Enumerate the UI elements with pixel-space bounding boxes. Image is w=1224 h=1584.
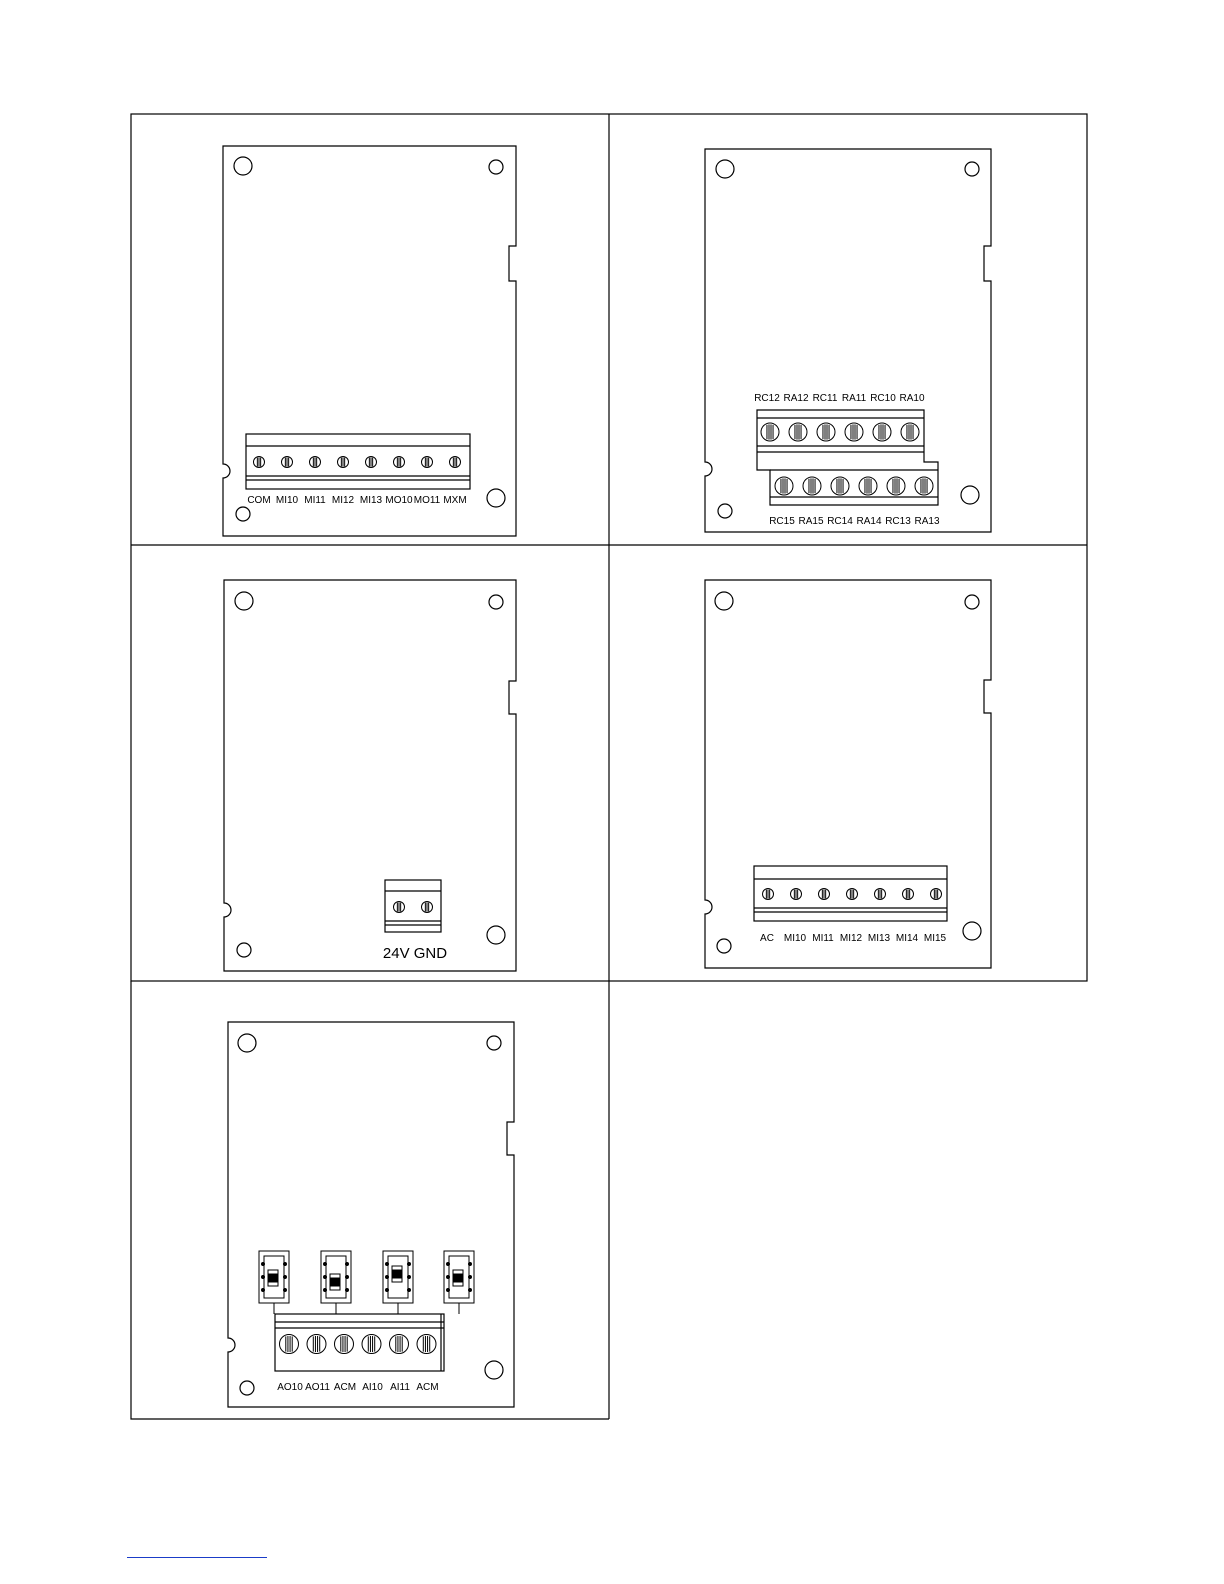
terminal-label: AI11 xyxy=(390,1382,410,1393)
terminal-screw xyxy=(789,423,807,441)
terminal-label: MI12 xyxy=(840,933,863,944)
board-1-screws xyxy=(254,457,461,468)
terminal-label: RA10 xyxy=(899,393,924,404)
terminal-screw xyxy=(763,889,774,900)
terminal-screw xyxy=(847,889,858,900)
board-outline-4 xyxy=(705,580,991,968)
dip-switch xyxy=(444,1251,474,1314)
terminal-label: MI11 xyxy=(812,933,834,944)
terminal-screw xyxy=(903,889,914,900)
terminal-label: MI15 xyxy=(924,933,947,944)
terminal-screw xyxy=(791,889,802,900)
dip-switch xyxy=(383,1251,413,1314)
terminal-label: RC10 xyxy=(870,393,896,404)
terminal-screw xyxy=(394,902,405,913)
board-5-dip-switches xyxy=(259,1251,474,1314)
terminal-screw xyxy=(901,423,919,441)
terminal-label: MO11 xyxy=(414,495,441,506)
terminal-label: RC11 xyxy=(813,393,838,404)
board-4-labels: AC MI10 MI11 MI12 MI13 MI14 MI15 xyxy=(760,933,947,944)
terminal-label: 24V GND xyxy=(383,945,447,962)
terminal-label: MI12 xyxy=(332,495,355,506)
terminal-label: AO11 xyxy=(305,1382,330,1393)
terminal-label: RA14 xyxy=(856,516,881,527)
terminal-label: MXM xyxy=(443,495,466,506)
terminal-label: MI10 xyxy=(276,495,299,506)
terminal-screw xyxy=(931,889,942,900)
terminal-screw xyxy=(310,457,321,468)
terminal-label: RC15 xyxy=(769,516,795,527)
terminal-label: MI13 xyxy=(360,495,383,506)
terminal-label: RA12 xyxy=(783,393,808,404)
terminal-label: ACM xyxy=(334,1382,356,1393)
board-4-screws xyxy=(763,889,942,900)
terminal-label: MI13 xyxy=(868,933,891,944)
dip-switch xyxy=(259,1251,289,1314)
board-outline-3 xyxy=(224,580,516,971)
terminal-screw xyxy=(817,423,835,441)
frame-grid xyxy=(131,114,1087,1419)
terminal-screw xyxy=(422,457,433,468)
terminal-screw xyxy=(875,889,886,900)
terminal-screw xyxy=(422,902,433,913)
board-2-screws xyxy=(761,423,933,495)
board-5-terminal-block xyxy=(275,1314,444,1371)
board-3-labels: 24V GND xyxy=(383,945,447,962)
terminal-screw xyxy=(831,477,849,495)
terminal-screw xyxy=(819,889,830,900)
terminal-label: MI11 xyxy=(304,495,326,506)
terminal-label: AO10 xyxy=(277,1382,303,1393)
terminal-label: RA11 xyxy=(842,393,867,404)
terminal-screw xyxy=(282,457,293,468)
terminal-screw xyxy=(338,457,349,468)
terminal-screw xyxy=(417,1335,436,1354)
terminal-screw xyxy=(280,1335,299,1354)
terminal-label: AI10 xyxy=(362,1382,383,1393)
terminal-screw xyxy=(366,457,377,468)
board-3-screws xyxy=(394,902,433,913)
terminal-screw xyxy=(761,423,779,441)
terminal-label: AC xyxy=(760,933,774,944)
terminal-screw xyxy=(803,477,821,495)
board-1-terminal-block xyxy=(246,434,470,489)
terminal-label: MI10 xyxy=(784,933,807,944)
terminal-label: RC14 xyxy=(827,516,853,527)
terminal-screw xyxy=(887,477,905,495)
terminal-label: RA15 xyxy=(798,516,823,527)
board-outline-2 xyxy=(705,149,991,532)
footer-rule xyxy=(127,1557,267,1558)
board-outline-5 xyxy=(228,1022,514,1407)
terminal-screw xyxy=(390,1335,409,1354)
terminal-screw xyxy=(915,477,933,495)
terminal-screw xyxy=(450,457,461,468)
terminal-screw xyxy=(335,1335,354,1354)
terminal-screw xyxy=(254,457,265,468)
terminal-screw xyxy=(394,457,405,468)
terminal-screw xyxy=(873,423,891,441)
board-5-screws xyxy=(280,1335,437,1354)
dip-switch xyxy=(321,1251,351,1314)
terminal-label: MO10 xyxy=(385,495,413,506)
terminal-label: ACM xyxy=(416,1382,438,1393)
terminal-label: MI14 xyxy=(896,933,919,944)
terminal-label: RA13 xyxy=(914,516,939,527)
terminal-screw xyxy=(775,477,793,495)
board-outline-1 xyxy=(223,146,516,536)
terminal-screw xyxy=(362,1335,381,1354)
terminal-label: COM xyxy=(247,495,270,506)
terminal-screw xyxy=(859,477,877,495)
terminal-screw xyxy=(307,1335,326,1354)
terminal-screw xyxy=(845,423,863,441)
terminal-label: RC13 xyxy=(885,516,911,527)
terminal-label: RC12 xyxy=(754,393,780,404)
